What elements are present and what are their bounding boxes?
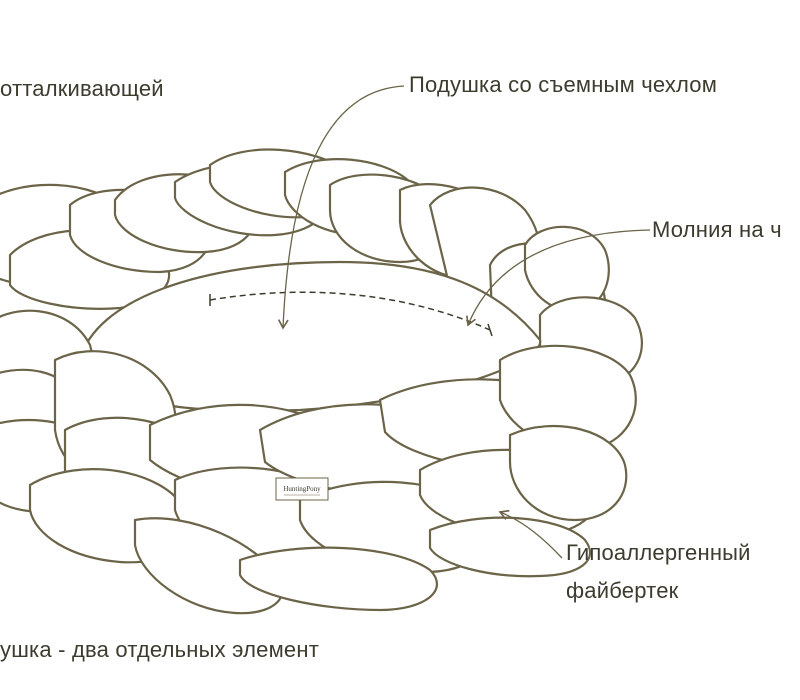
- label-hypoallergenic: Гипоаллергенный: [566, 540, 751, 565]
- brand-tag: HuntingPony: [275, 477, 329, 501]
- leader-hypo: [498, 509, 563, 559]
- leader-zipper: [466, 229, 651, 327]
- label-two-parts: ушка - два отдельных элемент: [0, 637, 319, 662]
- braid-front: [0, 309, 637, 615]
- label-zipper: Молния на ч: [652, 217, 782, 242]
- label-fiber: файбертек: [566, 578, 679, 603]
- brand-tag-text: HuntingPony: [283, 485, 321, 493]
- leader-pillow: [277, 85, 405, 330]
- braid-back: [0, 148, 643, 386]
- label-repellent: отталкивающей: [0, 76, 164, 101]
- zipper-line: [209, 291, 491, 331]
- label-pillow-cover: Подушка со съемным чехлом: [409, 72, 718, 97]
